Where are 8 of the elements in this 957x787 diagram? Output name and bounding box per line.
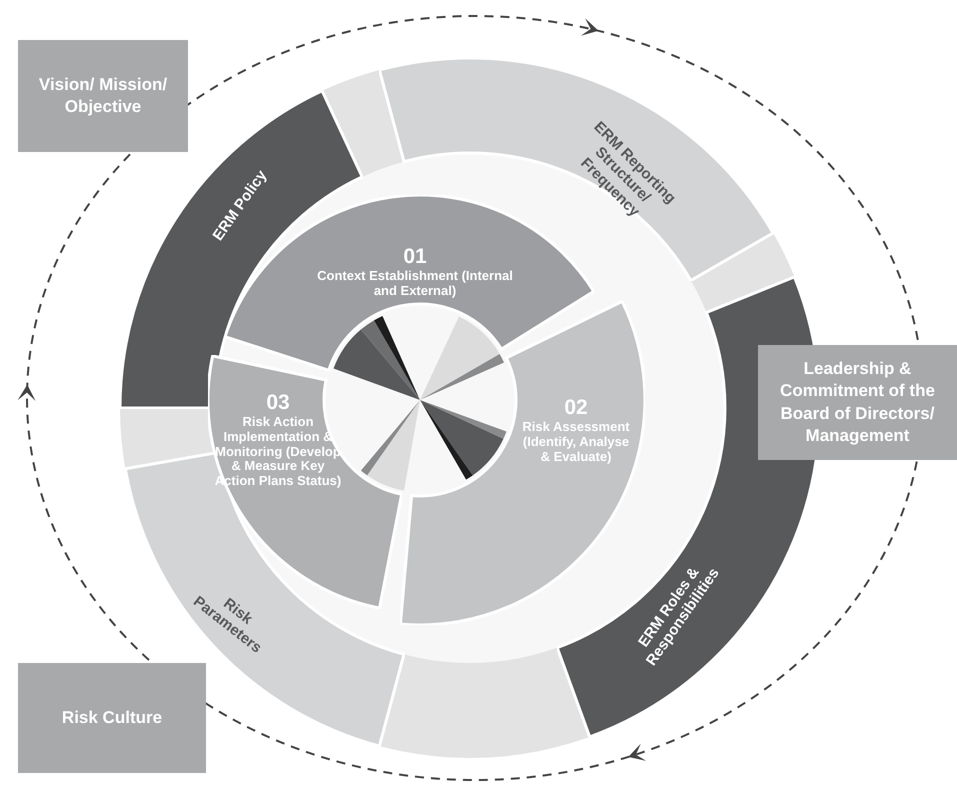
- step-number: 01: [402, 245, 428, 270]
- theme-box: Risk Culture: [18, 663, 206, 773]
- step-number: 03: [265, 390, 291, 415]
- step-label: Risk Assessment (Identify, Analyse & Evaluate): [521, 420, 631, 464]
- step-label: Context Establishment (Internal and External): [316, 269, 514, 300]
- theme-box: Leadership & Commitment of the Board of Directors/ Management: [758, 345, 957, 460]
- step-number: 02: [563, 396, 589, 420]
- theme-box: Vision/ Mission/ Objective: [18, 40, 188, 152]
